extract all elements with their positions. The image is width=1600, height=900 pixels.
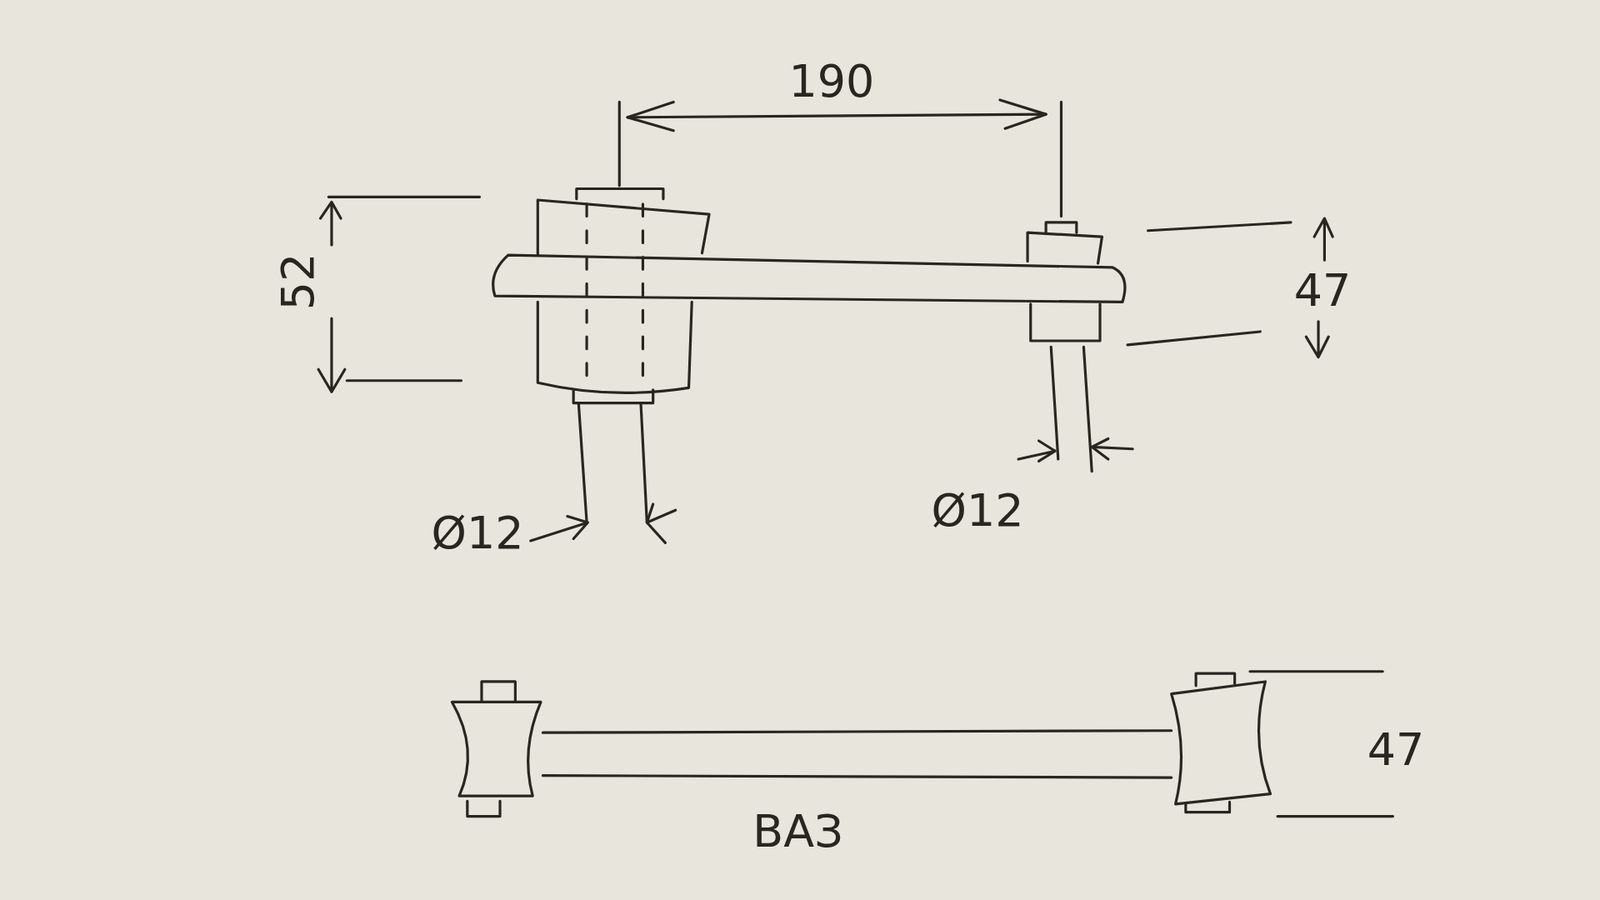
- dimension-value: 47: [1367, 727, 1425, 773]
- diameter-value: Ø12: [931, 487, 1025, 533]
- diameter-value: Ø12: [431, 510, 525, 555]
- dimension-value: 190: [789, 59, 875, 105]
- part-name: ВАЗ: [752, 809, 843, 855]
- dimension-value: 47: [1294, 268, 1352, 314]
- dimension-value: 52: [275, 253, 321, 311]
